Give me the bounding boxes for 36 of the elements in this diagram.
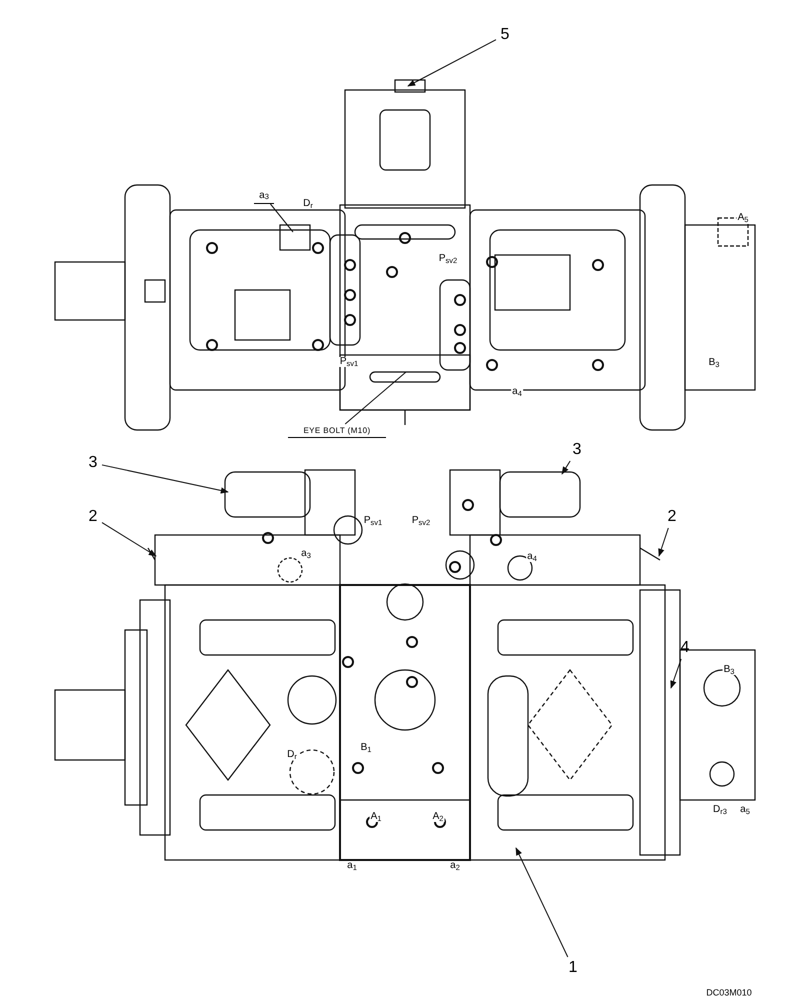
port-label: a$_{1}$	[346, 861, 358, 871]
port-label: A$_{1}$	[370, 812, 382, 822]
leader-line	[102, 522, 157, 556]
callout-number: 1	[564, 957, 582, 979]
port-label: B$_{3}$	[722, 665, 736, 675]
port-label: P$_{sv1}$	[338, 357, 360, 367]
port-label: D$_{r}$	[286, 750, 298, 760]
drawing-number: DC03M010	[705, 988, 753, 998]
port-label: B$_{3}$	[708, 358, 720, 368]
part-label: EYE BOLT (M10)	[288, 424, 386, 438]
port-label: P$_{sv1}$	[362, 516, 384, 526]
leader-line	[516, 847, 568, 958]
leader-line	[344, 372, 406, 424]
port-label: B$_{1}$	[360, 743, 372, 753]
callout-number: 2	[663, 506, 681, 528]
port-label: P$_{sv2}$	[410, 516, 432, 526]
port-label: a$_{3}$	[254, 188, 274, 204]
port-label: a$_{4}$	[511, 387, 523, 397]
port-label: a$_{4}$	[526, 552, 538, 562]
leader-line	[562, 460, 571, 475]
port-label: D$_{r3}$	[712, 805, 728, 815]
port-label: A$_{5}$	[736, 213, 750, 223]
callout-number: 2	[84, 506, 102, 528]
port-label: a$_{3}$	[300, 549, 312, 559]
port-label: A$_{2}$	[432, 812, 444, 822]
port-label: a$_{2}$	[449, 861, 461, 871]
callout-number: 3	[84, 452, 102, 474]
leader-line	[102, 464, 229, 494]
leader-line	[407, 39, 496, 86]
port-label: a$_{5}$	[739, 805, 751, 815]
port-label: P$_{sv2}$	[438, 254, 458, 264]
callout-number: 5	[496, 24, 514, 46]
port-label: D$_{r}$	[302, 199, 314, 209]
leader-line	[658, 528, 669, 557]
leader-line	[270, 204, 294, 232]
callout-number: 3	[568, 439, 586, 461]
